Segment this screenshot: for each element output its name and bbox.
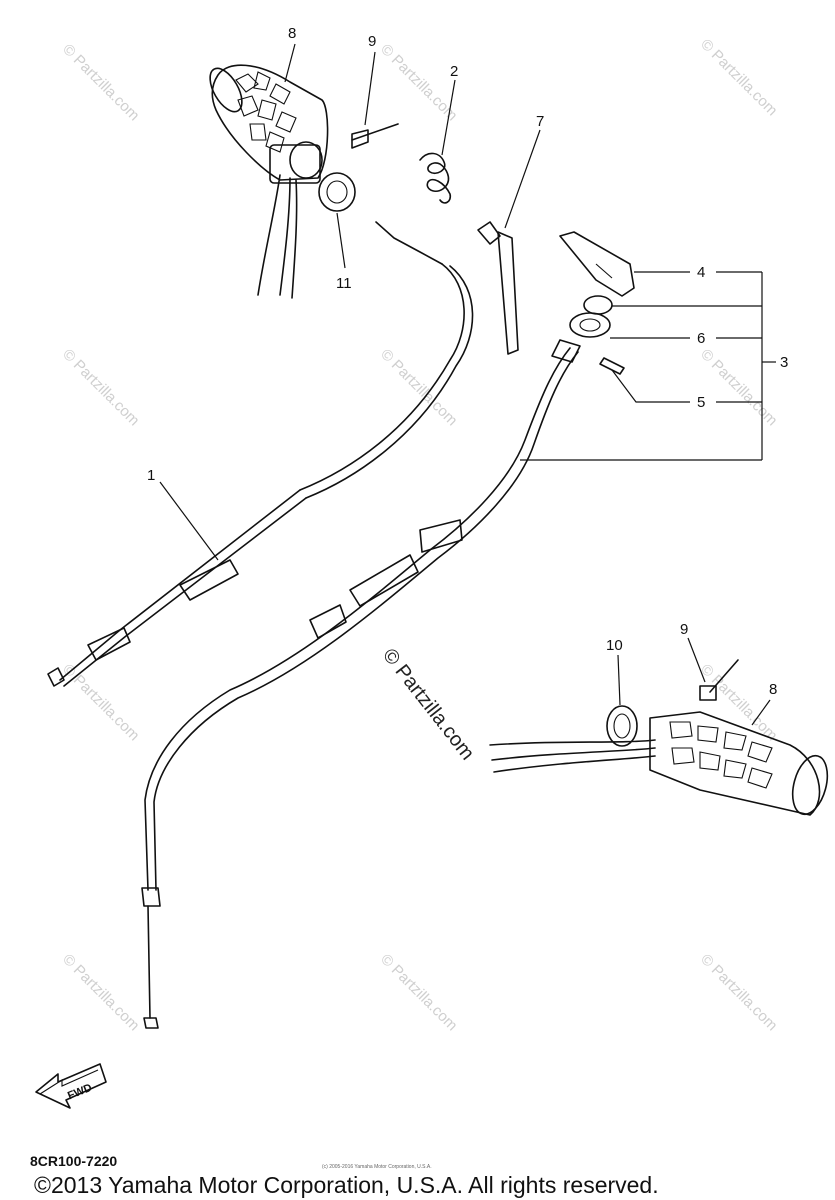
callout-7: 7 — [536, 113, 544, 130]
fwd-label: FWD — [66, 1082, 94, 1103]
callout-5: 5 — [697, 394, 705, 411]
main-cable — [141, 339, 581, 1029]
watermark: © Partzilla.com — [59, 41, 142, 124]
callouts: 8 9 2 7 11 4 6 3 5 1 10 9 8 — [147, 25, 788, 698]
fwd-arrow: FWD — [35, 1063, 107, 1109]
cable-tie — [477, 129, 541, 355]
pin — [599, 357, 625, 375]
watermark: © Partzilla.com — [377, 951, 460, 1034]
watermark: © Partzilla.com — [697, 951, 780, 1034]
watermark: © Partzilla.com — [377, 346, 460, 429]
throttle-cable — [47, 221, 474, 687]
screw-upper — [351, 51, 399, 149]
watermark: © Partzilla.com — [697, 346, 780, 429]
callout-3: 3 — [780, 354, 788, 371]
screw-lower — [687, 637, 739, 701]
callout-9-lower: 9 — [680, 621, 688, 638]
watermark: © Partzilla.com — [59, 661, 142, 744]
diagram-code: 8CR100-7220 — [30, 1153, 118, 1169]
callout-8-upper: 8 — [288, 25, 296, 42]
watermark: © Partzilla.com — [697, 36, 780, 119]
callout-8-lower: 8 — [769, 681, 777, 698]
throttle-lever — [559, 231, 635, 297]
callout-11: 11 — [336, 275, 352, 292]
watermark: © Partzilla.com — [59, 951, 142, 1034]
watermark-center: © Partzilla.com — [378, 645, 478, 765]
callout-1: 1 — [147, 467, 155, 484]
callout-2: 2 — [450, 63, 458, 80]
collar-lower — [606, 654, 638, 747]
collar-upper — [318, 172, 356, 269]
handlebar-grip-upper — [209, 64, 329, 299]
watermark: © Partzilla.com — [59, 346, 142, 429]
washer-nut — [569, 295, 613, 338]
callout-10: 10 — [606, 637, 623, 654]
callout-4: 4 — [697, 264, 705, 281]
spring-clip — [419, 79, 456, 204]
watermark: © Partzilla.com — [377, 41, 460, 124]
handlebar-grip-lower — [489, 711, 829, 816]
callout-6: 6 — [697, 330, 705, 347]
leader-lines — [159, 43, 776, 726]
copyright-notice: ©2013 Yamaha Motor Corporation, U.S.A. A… — [34, 1172, 659, 1198]
callout-9-upper: 9 — [368, 33, 376, 50]
fine-print: (c) 2005-2016 Yamaha Motor Corporation, … — [322, 1164, 432, 1170]
